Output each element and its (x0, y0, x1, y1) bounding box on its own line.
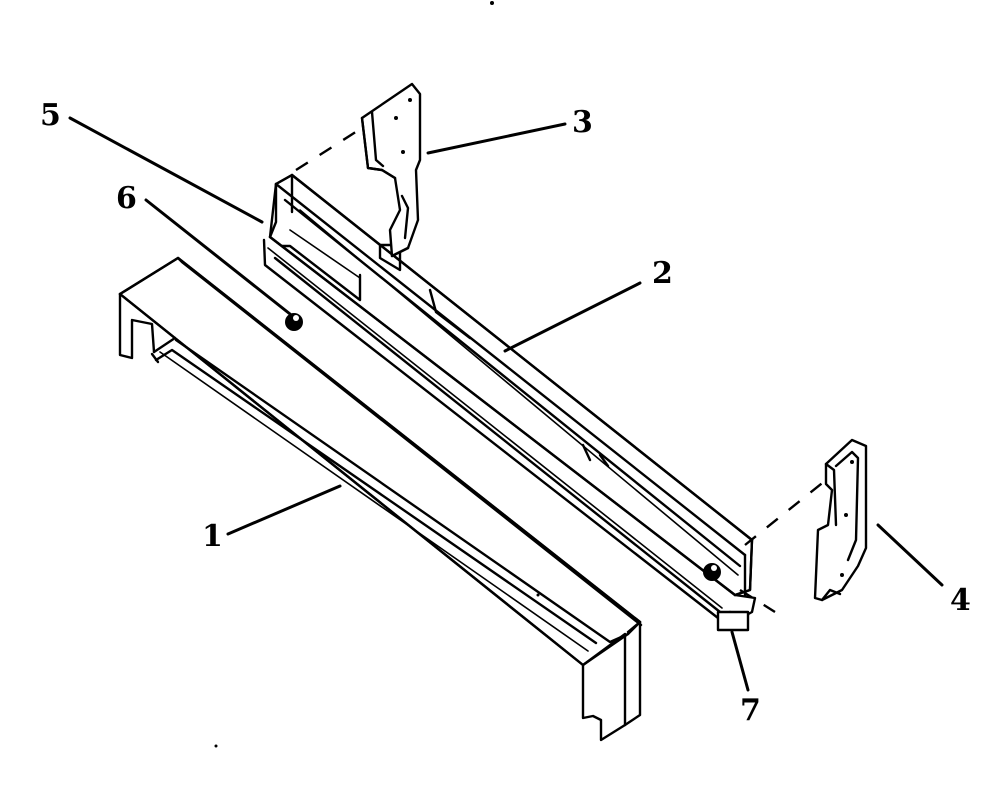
leader-4 (876, 523, 944, 587)
leader-5 (68, 116, 264, 224)
callout-4: 4 (950, 583, 971, 618)
scan-specks (214, 1, 540, 748)
callout-1: 1 (202, 519, 223, 554)
part-7-screw (703, 563, 721, 581)
leader-1 (226, 484, 342, 536)
callout-6: 6 (116, 181, 137, 216)
leader-2 (503, 281, 642, 353)
leader-7 (730, 630, 750, 692)
leader-3 (426, 122, 567, 155)
callout-5: 5 (40, 98, 61, 133)
callout-7: 7 (740, 693, 761, 728)
leader-6 (144, 198, 292, 316)
callout-2: 2 (652, 256, 673, 291)
leader-lines (68, 116, 944, 692)
callout-3: 3 (572, 105, 593, 140)
part-6-screw (285, 313, 303, 331)
part-4-right-bracket (813, 438, 868, 602)
part-2-support-rail (262, 173, 757, 632)
part-3-left-bracket (360, 82, 422, 258)
part-1-front-panel (118, 256, 643, 742)
alignment-lines (295, 126, 827, 614)
callout-numbers: 1 2 3 4 5 6 7 (40, 98, 971, 728)
